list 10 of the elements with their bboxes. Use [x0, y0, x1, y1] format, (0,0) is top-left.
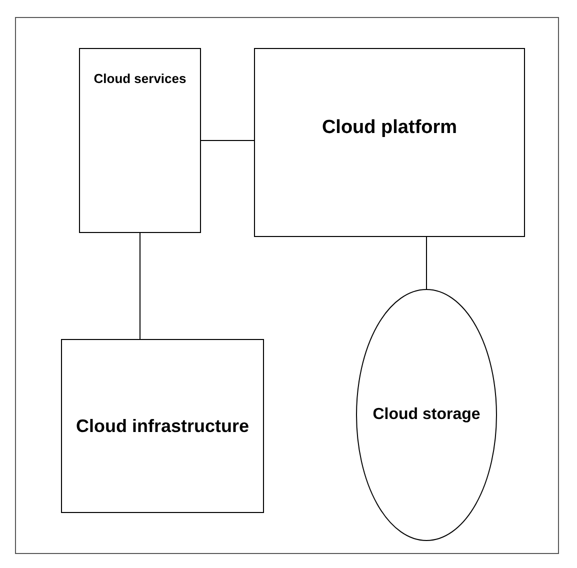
connector-line: [200, 140, 254, 141]
connector-line: [426, 236, 427, 290]
node-label: Cloud services: [94, 71, 186, 86]
component-box: [254, 48, 525, 237]
storage-ellipse: [356, 289, 497, 541]
component-box: [61, 339, 264, 513]
node-label: Cloud platform: [322, 117, 458, 139]
component-box: [79, 48, 201, 233]
node-label: Cloud storage: [372, 406, 480, 424]
node-label: Cloud infrastructure: [76, 416, 249, 436]
